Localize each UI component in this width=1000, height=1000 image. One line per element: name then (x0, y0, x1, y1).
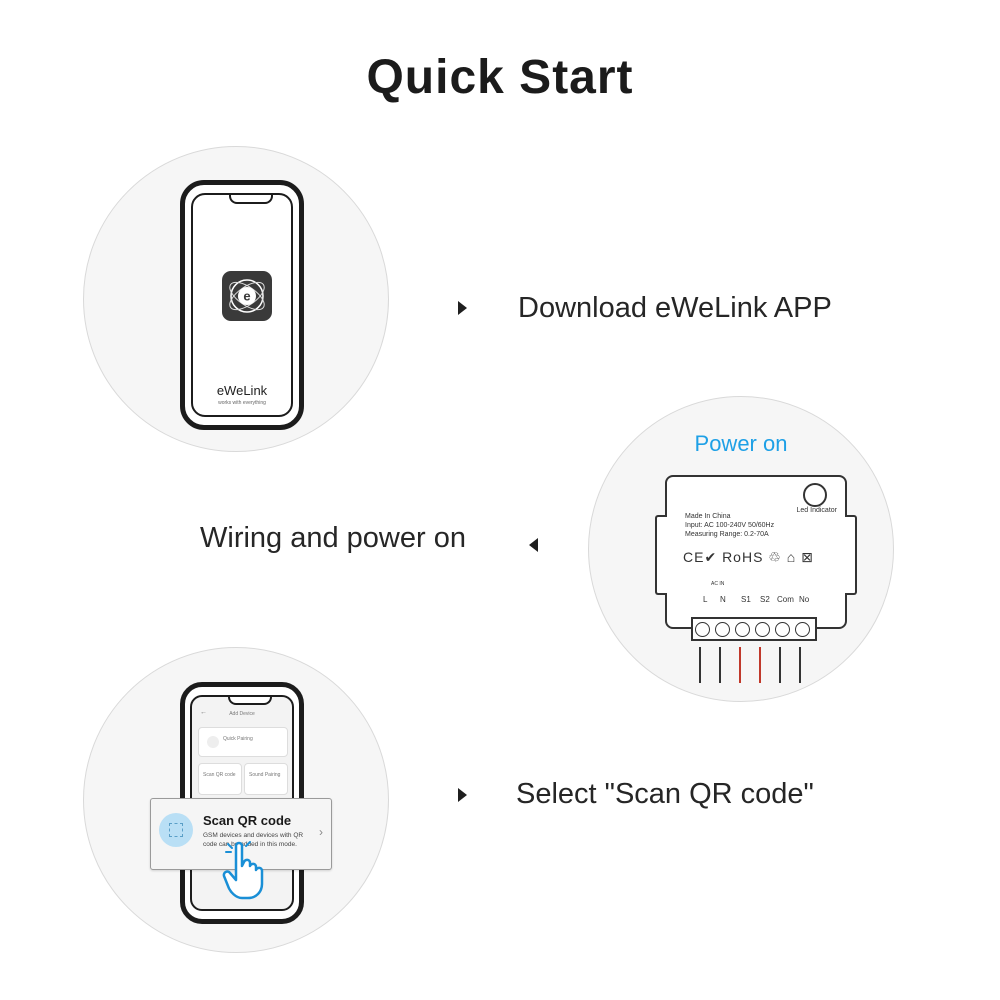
terminal-block (691, 617, 817, 641)
svg-text:e: e (243, 289, 250, 304)
chevron-right-icon: › (319, 825, 323, 839)
step-3-text: Select "Scan QR code" (516, 778, 814, 810)
phone-notch (228, 697, 272, 705)
ewelink-logo-icon: e (222, 271, 272, 321)
step-3-illustration: ← Add Device Quick Pairing Scan QR code … (83, 647, 389, 953)
ac-in-label: AC IN (711, 581, 725, 587)
app-tagline: works with everything (218, 400, 266, 406)
qr-frame-icon (169, 823, 183, 837)
scan-qr-description: GSM devices and devices with QR code can… (203, 832, 304, 848)
scan-qr-title: Scan QR code (203, 813, 292, 828)
screw-icon (735, 622, 750, 637)
arrow-right-icon (458, 301, 467, 315)
quick-pairing-card: Quick Pairing (198, 727, 288, 757)
app-name: eWeLink (216, 383, 268, 398)
wire (759, 647, 761, 683)
module-right-tab (845, 515, 857, 595)
phone-screen: e eWeLink works with everything (191, 193, 293, 417)
terminal-label-s1: S1 (741, 595, 751, 604)
phone-illustration: e eWeLink works with everything (180, 180, 304, 430)
led-indicator-label: Led Indicator (796, 507, 837, 514)
screw-icon (755, 622, 770, 637)
terminal-label-s2: S2 (760, 595, 770, 604)
scan-qr-small-label: Scan QR code (203, 772, 236, 778)
power-on-label: Power on (694, 431, 788, 456)
sound-pairing-card: Sound Pairing (244, 763, 288, 795)
phone-notch (229, 195, 273, 204)
arrow-left-icon (529, 538, 538, 552)
scan-qr-small-card: Scan QR code (198, 763, 242, 795)
step-1-illustration: e eWeLink works with everything (83, 146, 389, 452)
terminal-label-l: L (703, 595, 708, 604)
led-indicator-icon (803, 483, 827, 507)
pointing-hand-icon (222, 840, 270, 900)
screw-icon (715, 622, 730, 637)
screw-icon (775, 622, 790, 637)
wire (719, 647, 721, 683)
input-label: Input: AC 100-240V 50/60Hz (685, 522, 775, 529)
step-2-text: Wiring and power on (200, 522, 466, 554)
terminal-label-com: Com (777, 595, 794, 604)
quick-pairing-icon (207, 736, 219, 748)
step-1-text: Download eWeLink APP (518, 292, 832, 324)
add-device-header: Add Device (229, 711, 255, 717)
made-in-label: Made In China (685, 513, 731, 520)
measuring-label: Measuring Range: 0.2-70A (685, 531, 769, 538)
module-left-tab (655, 515, 667, 595)
wire (739, 647, 741, 683)
wire (699, 647, 701, 683)
scan-qr-code-card[interactable]: Scan QR code GSM devices and devices wit… (150, 798, 332, 870)
page-title: Quick Start (366, 51, 634, 104)
scan-qr-icon (159, 813, 193, 847)
screw-icon (795, 622, 810, 637)
terminal-label-n: N (720, 595, 726, 604)
sound-pairing-label: Sound Pairing (249, 772, 281, 778)
wire (779, 647, 781, 683)
screw-icon (695, 622, 710, 637)
switch-module: Led Indicator Made In China Input: AC 10… (655, 475, 857, 629)
terminal-label-no: No (799, 595, 810, 604)
arrow-right-icon (458, 788, 467, 802)
wire (799, 647, 801, 683)
step-2-illustration: Power on Led Indicator Made In China Inp… (588, 396, 894, 702)
back-icon: ← (200, 709, 207, 716)
quick-pairing-label: Quick Pairing (223, 736, 253, 742)
certification-marks: CE✔ RoHS ♲ ⌂ ⊠ (683, 549, 814, 565)
